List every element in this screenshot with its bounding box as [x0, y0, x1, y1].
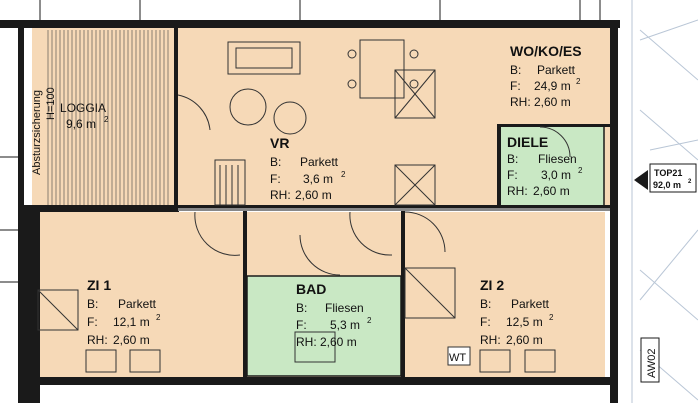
- room-loggia-name: LOGGIA: [60, 101, 106, 115]
- room-loggia-label: LOGGIA 9,6 m 2: [60, 101, 109, 131]
- room-vr-height: 2,60 m: [295, 188, 332, 202]
- room-diele-area-sup: 2: [578, 166, 583, 175]
- room-diele-floor-key: B:: [507, 152, 518, 166]
- room-zi1-label: ZI 1 B: Parkett F: 12,1 m 2 RH: 2,60 m: [87, 277, 161, 347]
- room-zi2-floor-key: B:: [480, 297, 491, 311]
- room-zi1-floor: Parkett: [118, 297, 157, 311]
- room-zi2-fill: [405, 212, 605, 377]
- wt-label: WT: [449, 352, 466, 364]
- furniture: [37, 39, 556, 373]
- room-zi1-area: 12,1 m: [113, 315, 150, 329]
- room-zi2-label: ZI 2 B: Parkett F: 12,5 m 2 RH: 2,60 m: [480, 277, 554, 347]
- room-wokoes-floor-key: B:: [510, 63, 521, 77]
- room-bad-area: 5,3 m: [330, 318, 360, 332]
- loggia-railing: [47, 30, 169, 205]
- room-vr-floor: Parkett: [300, 155, 339, 169]
- room-diele-area: 3,0 m: [541, 168, 571, 182]
- room-wokoes-area-key: F:: [510, 79, 521, 93]
- walls: [0, 20, 620, 403]
- room-wokoes-height-key: RH:: [510, 95, 531, 109]
- room-zi2-height: 2,60 m: [506, 333, 543, 347]
- room-wokoes-floor: Parkett: [537, 63, 576, 77]
- room-zi1-area-key: F:: [87, 315, 98, 329]
- room-diele-area-key: F:: [507, 168, 518, 182]
- room-diele-name: DIELE: [507, 134, 548, 150]
- room-zi2-floor: Parkett: [511, 297, 550, 311]
- room-zi1-fill: [40, 212, 245, 377]
- room-zi2-area-sup: 2: [549, 313, 554, 322]
- room-vr-area-sup: 2: [341, 170, 346, 179]
- room-bad-height: 2,60 m: [320, 335, 357, 349]
- room-zi2-area: 12,5 m: [506, 315, 543, 329]
- room-zi2-name: ZI 2: [480, 277, 504, 293]
- room-bad-height-key: RH:: [296, 335, 317, 349]
- top-area-sup: 2: [688, 179, 692, 185]
- room-vr-height-key: RH:: [270, 188, 291, 202]
- room-wokoes-label: WO/KO/ES B: Parkett F: 24,9 m 2 RH: 2,60…: [510, 43, 582, 109]
- room-vr-name: VR: [270, 135, 289, 151]
- room-bad-area-key: F:: [296, 318, 307, 332]
- room-bad-floor-key: B:: [296, 301, 307, 315]
- room-zi1-height-key: RH:: [87, 333, 108, 347]
- room-zi2-area-key: F:: [480, 315, 491, 329]
- absturz-label: Absturzsicherung: [31, 90, 43, 175]
- room-zi1-name: ZI 1: [87, 277, 111, 293]
- top-box: [649, 163, 697, 193]
- room-zi1-area-sup: 2: [156, 313, 161, 322]
- top-ticks: [0, 0, 601, 283]
- room-bad-name: BAD: [296, 281, 326, 297]
- top-area: 92,0 m: [653, 180, 681, 190]
- room-diele-height: 2,60 m: [533, 184, 570, 198]
- aw-box: [640, 337, 660, 383]
- room-diele-label: DIELE B: Fliesen F: 3,0 m 2 RH: 2,60 m: [507, 134, 583, 198]
- room-loggia-area: 9,6 m: [66, 117, 96, 131]
- top-arrow-icon: [634, 170, 648, 190]
- room-wokoes-area-sup: 2: [576, 77, 581, 86]
- room-bad-area-sup: 2: [367, 316, 372, 325]
- room-wokoes-name: WO/KO/ES: [510, 43, 582, 59]
- aw-label: AW02: [646, 348, 658, 378]
- room-wokoes-height: 2,60 m: [534, 95, 571, 109]
- room-diele-height-key: RH:: [507, 184, 528, 198]
- room-vr-area: 3,6 m: [303, 172, 333, 186]
- room-zi1-floor-key: B:: [87, 297, 98, 311]
- room-bad-floor: Fliesen: [325, 301, 364, 315]
- room-zi1-height: 2,60 m: [113, 333, 150, 347]
- room-vr-area-key: F:: [270, 172, 281, 186]
- room-wokoes-area: 24,9 m: [534, 79, 571, 93]
- top-name: TOP21: [654, 168, 682, 178]
- room-bad-label: BAD B: Fliesen F: 5,3 m 2 RH: 2,60 m: [296, 281, 372, 349]
- room-vr-floor-key: B:: [270, 155, 281, 169]
- door-swings: [177, 94, 571, 276]
- room-vr-label: VR B: Parkett F: 3,6 m 2 RH: 2,60 m: [270, 135, 346, 202]
- room-zi2-height-key: RH:: [480, 333, 501, 347]
- room-loggia-area-sup: 2: [104, 115, 109, 124]
- room-diele-floor: Fliesen: [538, 152, 577, 166]
- terrace-area: [631, 0, 698, 403]
- absturz-height: H=100: [45, 87, 57, 120]
